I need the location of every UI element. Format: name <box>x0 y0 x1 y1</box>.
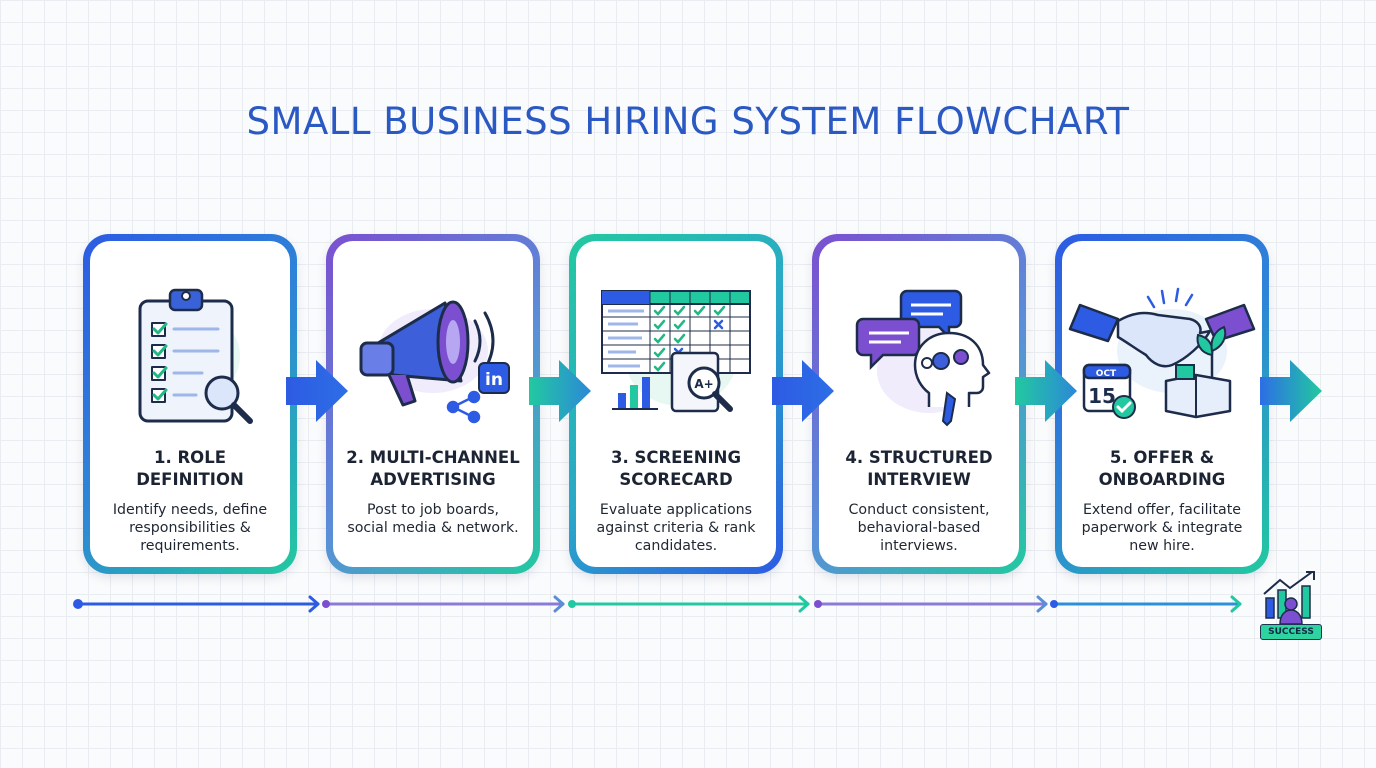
calendar-day: 15 <box>1088 384 1116 408</box>
megaphone-icon: in <box>359 300 510 424</box>
handshake-icon: OCT 15 <box>1068 287 1256 419</box>
step-description: Post to job boards, social media & netwo… <box>347 502 519 536</box>
scorecard-icon: A+ <box>601 290 751 413</box>
step-card-offer-onboarding: OCT 15 5. OFFER & ONBOARDING Extend offe… <box>1055 234 1269 574</box>
step-card-multi-channel-advertising: in 2. MULTI-CHANNEL ADVERTISING Post to … <box>326 234 540 574</box>
step-card-screening-scorecard: A+ 3. SCREENING SCORECARD Evaluate appli… <box>569 234 783 574</box>
arrow-right-icon <box>1015 360 1077 422</box>
success-chart-icon <box>1263 571 1315 625</box>
arrow-right-icon <box>286 360 348 422</box>
arrow-right-icon <box>772 360 834 422</box>
share-icon <box>446 390 481 424</box>
progress-timeline <box>73 595 1242 613</box>
linkedin-icon: in <box>485 370 503 390</box>
interview-icon <box>855 289 991 427</box>
success-label: SUCCESS <box>1260 624 1322 640</box>
step-title: 5. OFFER & ONBOARDING <box>1098 448 1226 489</box>
step-title: 4. STRUCTURED INTERVIEW <box>845 448 993 489</box>
clipboard-checklist-icon <box>138 288 253 424</box>
step-title: 2. MULTI-CHANNEL ADVERTISING <box>346 448 520 489</box>
success-badge: SUCCESS <box>1258 568 1324 642</box>
step-card-structured-interview: 4. STRUCTURED INTERVIEW Conduct consiste… <box>812 234 1026 574</box>
grade-label: A+ <box>694 377 713 391</box>
arrow-right-icon <box>529 360 591 422</box>
step-title: 3. SCREENING SCORECARD <box>610 448 742 489</box>
page-title: SMALL BUSINESS HIRING SYSTEM FLOWCHART <box>246 100 1130 143</box>
step-description: Identify needs, define responsibilities … <box>112 502 268 554</box>
step-description: Conduct consistent, behavioral-based int… <box>848 502 990 554</box>
step-description: Evaluate applications against criteria &… <box>596 502 756 554</box>
step-title: 1. ROLE DEFINITION <box>136 448 244 489</box>
arrow-right-icon <box>1260 360 1322 422</box>
step-card-role-definition: 1. ROLE DEFINITION Identify needs, defin… <box>83 234 297 574</box>
step-description: Extend offer, facilitate paperwork & int… <box>1081 502 1243 554</box>
calendar-month: OCT <box>1096 369 1117 379</box>
